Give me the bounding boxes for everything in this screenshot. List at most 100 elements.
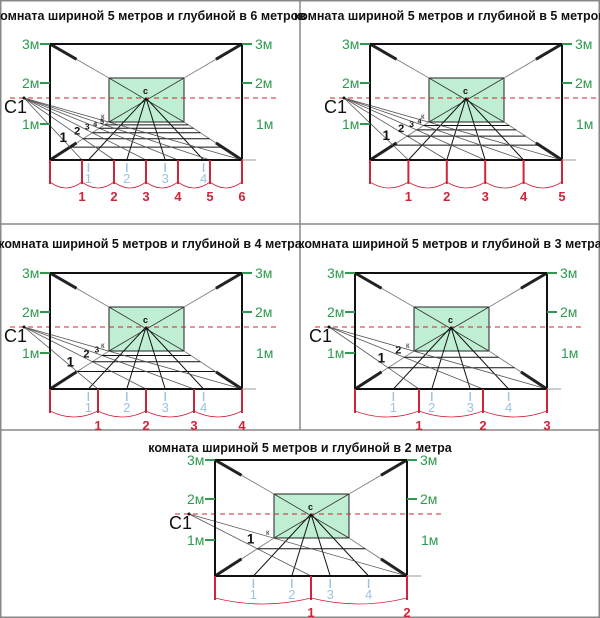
room-edge	[241, 474, 275, 495]
floor-perspective-line	[408, 97, 467, 161]
width-label: 3	[327, 587, 334, 602]
room-edge	[381, 350, 415, 373]
depth-label: 3	[142, 189, 149, 204]
floor-perspective-line	[126, 97, 147, 161]
depth-mark-number: 1	[67, 355, 75, 370]
height-label-right: 2м	[255, 304, 272, 320]
center-point-label: с	[143, 86, 148, 96]
depth-mark-number: 1	[378, 351, 386, 366]
room-edge	[488, 287, 522, 308]
corner-point-label: к	[421, 112, 425, 121]
width-label: 1	[390, 400, 397, 415]
width-label: 4	[505, 400, 512, 415]
measure-arc	[523, 181, 563, 189]
floor-perspective-line	[145, 326, 166, 390]
room-edge	[381, 287, 415, 308]
height-label-left: 1м	[327, 345, 344, 361]
depth-label: 2	[403, 605, 410, 618]
panel-title: комната шириной 5 метров и глубиной в 3 …	[298, 237, 600, 251]
width-label: 2	[123, 171, 130, 186]
height-label-right: 3м	[255, 265, 272, 281]
depth-label: 2	[142, 418, 149, 433]
height-label-right: 1м	[561, 345, 578, 361]
room-edge	[520, 370, 548, 391]
room-edge	[183, 58, 217, 79]
width-label: 4	[365, 587, 372, 602]
room-edge	[215, 42, 243, 61]
floor-perspective-line	[145, 326, 204, 390]
measure-arc	[209, 181, 243, 189]
depth-label: 4	[238, 418, 246, 433]
floor-perspective-line	[145, 97, 166, 161]
measuring-ray	[343, 97, 448, 161]
height-label-left: 1м	[22, 116, 39, 132]
width-label: 2	[288, 587, 295, 602]
room-edge	[535, 42, 563, 61]
height-label-right: 1м	[256, 116, 273, 132]
depth-label: 5	[206, 189, 213, 204]
center-point-label: с	[463, 86, 468, 96]
measuring-ray	[343, 97, 486, 161]
width-label: 4	[200, 171, 207, 186]
height-label-right: 2м	[575, 75, 592, 91]
floor-perspective-line	[450, 326, 471, 390]
room-edge	[49, 271, 78, 290]
floor-perspective-line	[450, 326, 509, 390]
floor-perspective-line	[431, 326, 452, 390]
height-label-right: 1м	[576, 116, 593, 132]
measuring-ray	[328, 326, 548, 390]
station-point-label: С1	[4, 97, 27, 117]
room-edge	[49, 141, 78, 162]
depth-mark-number: 5	[100, 119, 104, 126]
measure-arc	[113, 181, 147, 189]
height-label-left: 2м	[342, 75, 359, 91]
measuring-ray	[23, 97, 83, 161]
room-edge	[183, 287, 217, 308]
depth-mark-number: 2	[74, 126, 80, 138]
measure-arc	[214, 597, 312, 605]
width-label: 3	[467, 400, 474, 415]
floor-perspective-line	[393, 326, 452, 390]
depth-label: 3	[543, 418, 550, 433]
room-edge	[369, 42, 398, 61]
width-label: 2	[123, 400, 130, 415]
height-label-right: 3м	[420, 452, 437, 468]
measuring-ray	[23, 326, 99, 390]
height-label-left: 2м	[22, 304, 39, 320]
width-label: 3	[162, 400, 169, 415]
room-edge	[215, 271, 243, 290]
measure-arc	[145, 410, 195, 418]
measuring-ray	[23, 97, 243, 161]
room-panel: комната шириной 5 метров и глубиной в 3 …	[298, 237, 600, 433]
floor-perspective-line	[310, 513, 369, 577]
measuring-ray	[188, 513, 312, 577]
floor-perspective-line	[465, 97, 486, 161]
station-point-label: С1	[309, 326, 332, 346]
depth-mark-number: 1	[383, 128, 391, 143]
room-front-frame	[369, 43, 563, 161]
measure-arc	[81, 181, 115, 189]
height-label-right: 3м	[560, 265, 577, 281]
measuring-ray	[23, 326, 195, 390]
room-edge	[535, 141, 563, 162]
measure-arc	[310, 597, 408, 605]
width-label: 2	[428, 400, 435, 415]
room-edge	[488, 350, 522, 373]
measuring-ray	[343, 97, 409, 161]
depth-mark-number: 2	[395, 344, 401, 356]
height-label-right: 1м	[256, 345, 273, 361]
height-label-right: 1м	[421, 532, 438, 548]
room-edge	[49, 370, 78, 391]
floor-perspective-line	[126, 326, 147, 390]
depth-label: 2	[110, 189, 117, 204]
depth-label: 5	[558, 189, 565, 204]
depth-label: 1	[94, 418, 101, 433]
room-edge	[503, 58, 537, 79]
measure-arc	[97, 410, 147, 418]
room-panel: комната шириной 5 метров и глубиной в 5 …	[294, 9, 600, 204]
measure-arc	[369, 181, 409, 189]
panel-title: комната шириной 5 метров и глубиной в 6 …	[0, 9, 306, 23]
measure-arc	[482, 410, 548, 418]
